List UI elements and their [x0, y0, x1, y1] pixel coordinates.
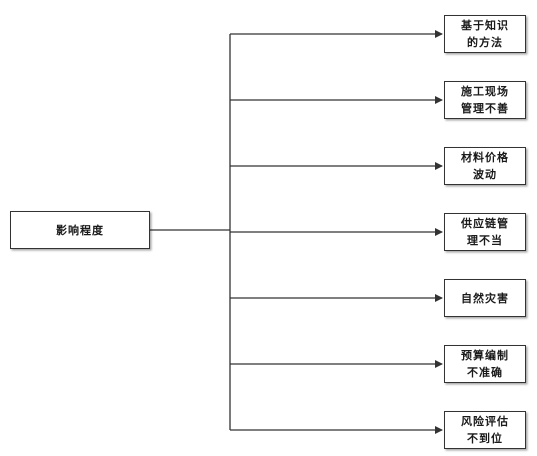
- child-node-5: 自然灾害: [444, 279, 526, 317]
- child-label-line: 施工现场: [461, 85, 509, 98]
- child-label-line: 自然灾害: [461, 291, 509, 305]
- child-label-line: 基于知识: [461, 19, 509, 32]
- child-label-line: 不到位: [467, 432, 503, 445]
- child-label-line: 预算编制: [461, 349, 509, 362]
- child-node-3: 材料价格 波动: [444, 147, 526, 185]
- root-node: 影响程度: [10, 211, 150, 249]
- child-label-line: 材料价格: [461, 151, 509, 164]
- child-node-6: 预算编制 不准确: [444, 345, 526, 383]
- root-label: 影响程度: [56, 223, 104, 237]
- child-label-line: 风险评估: [461, 415, 509, 428]
- child-label-line: 供应链管: [461, 217, 509, 230]
- child-node-4: 供应链管 理不当: [444, 213, 526, 251]
- child-label-line: 理不当: [467, 234, 503, 247]
- child-label-line: 波动: [473, 168, 497, 181]
- child-node-1: 基于知识 的方法: [444, 15, 526, 53]
- child-label-line: 不准确: [467, 366, 503, 379]
- child-node-7: 风险评估 不到位: [444, 411, 526, 449]
- child-node-2: 施工现场 管理不善: [444, 81, 526, 119]
- child-label-line: 的方法: [467, 36, 503, 49]
- child-label-line: 管理不善: [461, 102, 509, 115]
